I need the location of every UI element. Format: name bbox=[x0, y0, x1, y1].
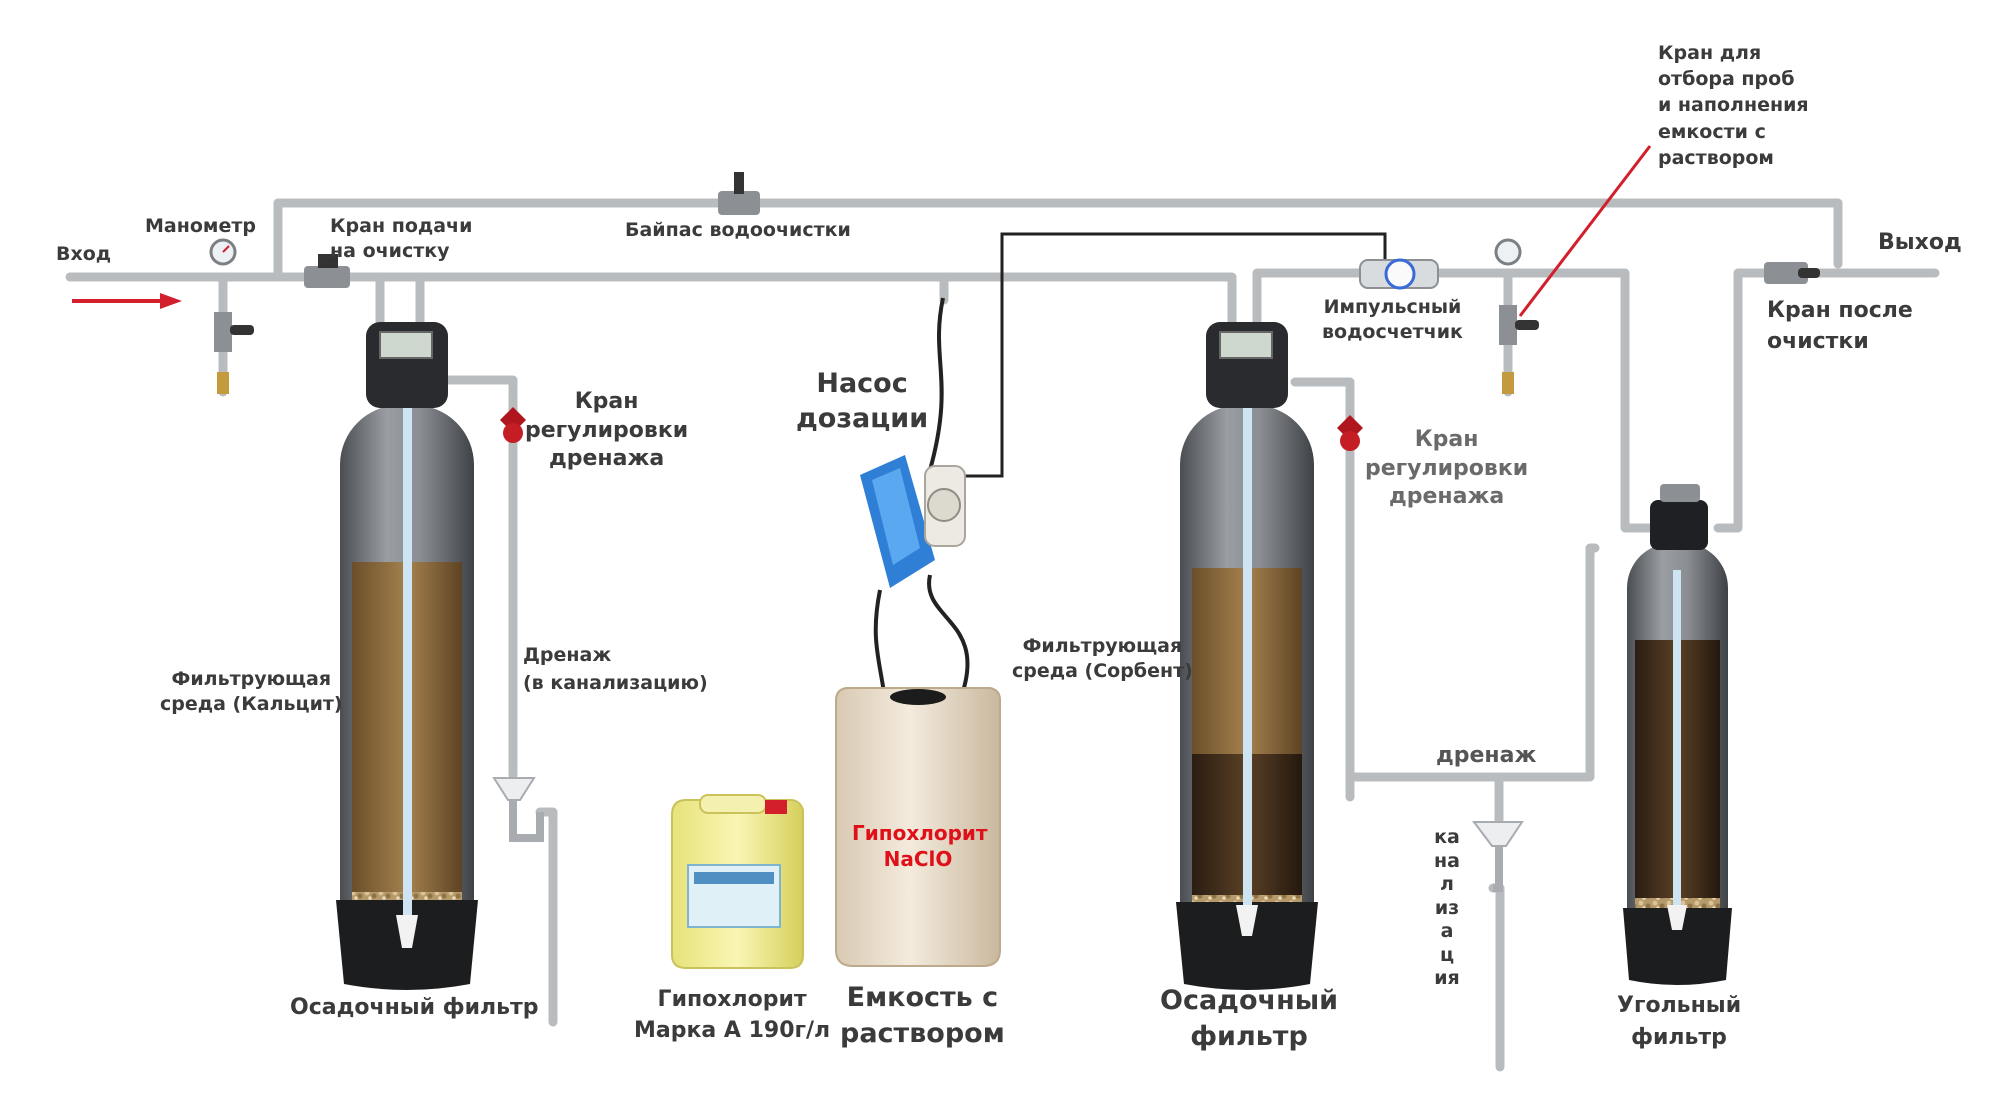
drain-valve-left bbox=[500, 407, 526, 443]
drain-valve-left-label: Кран регулировки дренажа bbox=[525, 389, 689, 472]
sample-valve-leader bbox=[1518, 145, 1652, 317]
drain-left-label: Дренаж (в канализацию) bbox=[523, 644, 708, 694]
main-pipe bbox=[415, 272, 1237, 327]
post-valve-label: Кран после очистки bbox=[1767, 298, 1913, 354]
dosing-pump-label: Насос дозации bbox=[796, 368, 929, 435]
inlet-label: Вход bbox=[56, 243, 112, 265]
drain-right-label: дренаж bbox=[1436, 743, 1537, 768]
pulse-water-meter bbox=[1359, 258, 1439, 290]
bypass-valve bbox=[718, 172, 760, 215]
bypass-pipe bbox=[273, 198, 1843, 282]
media-left-label: Фильтрующая среда (Кальцит) bbox=[160, 668, 343, 715]
solution-tank bbox=[835, 687, 1001, 967]
carbon-in bbox=[1620, 335, 1660, 533]
sample-valve-label: Кран для отбора проб и наполнения емкост… bbox=[1658, 42, 1809, 169]
bypass-label: Байпас водоочистки bbox=[625, 219, 851, 241]
manometer-label: Манометр bbox=[145, 215, 256, 237]
drain-funnel-right bbox=[1472, 821, 1524, 892]
left-sewer-pipe bbox=[535, 807, 558, 1027]
suction-hose bbox=[873, 589, 887, 701]
pulse-meter-label: Импульсный водосчетчик bbox=[1322, 296, 1463, 343]
sediment-filter-mid bbox=[1176, 322, 1318, 990]
media-right-label: Фильтрующая среда (Сорбент) bbox=[1012, 635, 1193, 682]
drain-valve-right bbox=[1337, 415, 1363, 451]
filter-left-label: Осадочный фильтр bbox=[290, 995, 539, 1020]
signal-cable bbox=[965, 232, 1387, 478]
tank-text-label: Гипохлорит NaClO bbox=[852, 821, 988, 871]
filter-right-label: Угольный фильтр bbox=[1617, 993, 1742, 1050]
canister-label: Гипохлорит Марка А 190г/л bbox=[634, 987, 831, 1043]
outlet-label: Выход bbox=[1878, 230, 1962, 255]
sediment-filter-left bbox=[336, 322, 478, 990]
drain-valve-right-label: Кран регулировки дренажа bbox=[1365, 427, 1529, 510]
carbon-filter bbox=[1623, 484, 1732, 985]
carbon-out bbox=[1713, 268, 1940, 533]
post-treatment-valve bbox=[1764, 262, 1820, 284]
inlet-arrow bbox=[72, 293, 182, 309]
supply-valve-label: Кран подачи на очистку bbox=[330, 215, 473, 262]
meter-pipe bbox=[1252, 268, 1630, 345]
dosing-pump bbox=[860, 455, 966, 588]
tank-label: Емкость с раствором bbox=[840, 982, 1005, 1050]
mid-drain-pipe bbox=[1290, 377, 1600, 782]
supply-valve bbox=[304, 254, 350, 288]
hypochlorite-canister bbox=[671, 794, 804, 969]
drain-funnel-left bbox=[492, 777, 544, 842]
left-drain-pipe bbox=[437, 375, 518, 780]
sewer-vertical-label: канализация bbox=[1434, 826, 1460, 989]
filter-mid-label: Осадочный фильтр bbox=[1160, 985, 1339, 1053]
sample-valve bbox=[1494, 238, 1539, 394]
right-sewer-pipe bbox=[1488, 883, 1505, 1072]
dosing-hose bbox=[928, 297, 945, 471]
pipes bbox=[65, 198, 1940, 1072]
manometer-assembly bbox=[209, 238, 254, 394]
return-hose bbox=[927, 574, 970, 701]
